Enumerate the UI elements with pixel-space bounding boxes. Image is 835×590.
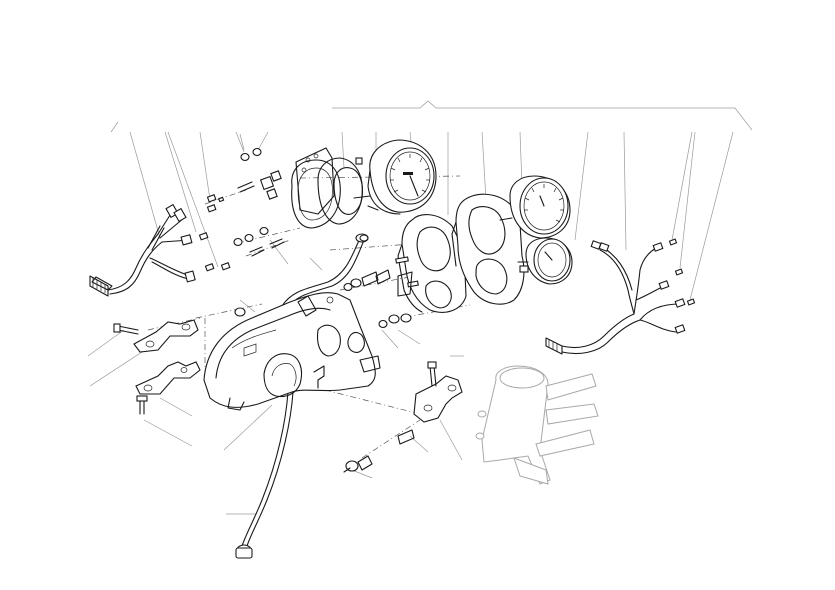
gauge-cup bbox=[291, 147, 364, 229]
wiring-harness-left bbox=[89, 203, 196, 297]
frame-section bbox=[475, 365, 599, 485]
clamp-bracket bbox=[343, 361, 463, 473]
speedometer-gauge bbox=[353, 139, 437, 215]
instrument-housing-casting bbox=[203, 292, 381, 411]
center-fittings bbox=[343, 269, 413, 329]
wiring-harness-right bbox=[545, 238, 696, 355]
small-fasteners-left bbox=[198, 147, 285, 272]
leader-lines bbox=[87, 121, 734, 515]
bracket-plate bbox=[113, 319, 199, 353]
callout-group-bracket bbox=[332, 100, 753, 131]
instrument-panel-housing bbox=[451, 193, 525, 305]
small-gauge bbox=[517, 237, 573, 285]
tachometer-gauge bbox=[499, 175, 571, 239]
bracket-lower bbox=[135, 361, 201, 415]
speedometer-cable bbox=[235, 233, 369, 559]
